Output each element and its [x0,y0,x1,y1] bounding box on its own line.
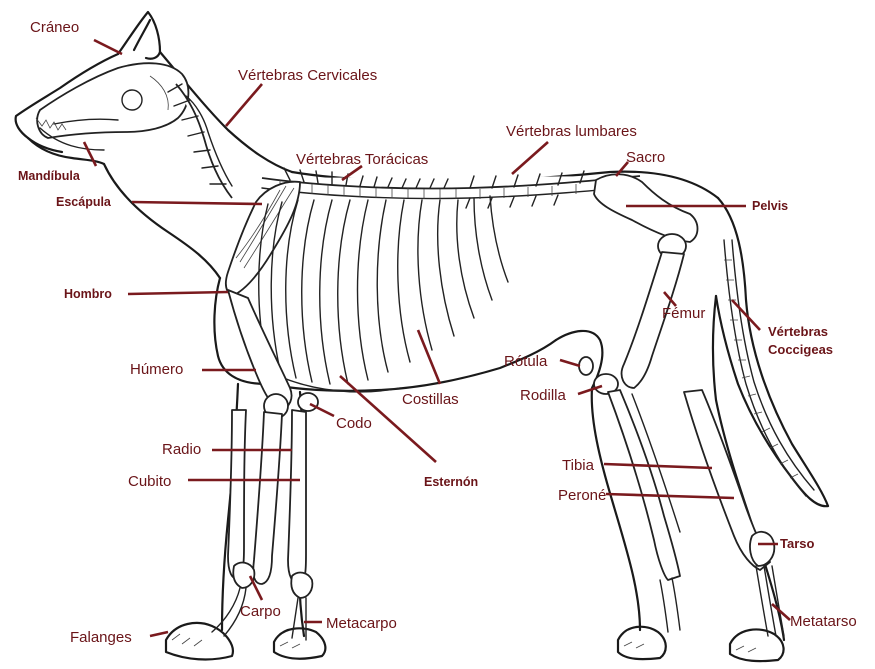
label-tibia: Tibia [562,457,595,474]
label-radio: Radio [162,441,201,458]
label-rodilla: Rodilla [520,387,567,404]
leader-craneo [94,40,122,54]
leader-perone [606,494,734,498]
leader-escapula [132,202,262,204]
label-pelvis: Pelvis [752,199,788,213]
label-vertebras-coccigeas-2: Coccigeas [768,342,833,357]
label-sacro: Sacro [626,149,665,166]
leader-lumbares [512,142,548,174]
label-escapula: Escápula [56,195,112,209]
leader-falanges [150,632,168,636]
label-vertebras-lumbares: Vértebras lumbares [506,123,637,140]
label-hombro: Hombro [64,287,112,301]
label-perone: Peroné [558,487,606,504]
leader-mandibula [84,142,96,166]
skull-drawing [36,63,188,150]
label-vertebras-cervicales: Vértebras Cervicales [238,67,377,84]
label-codo: Codo [336,415,372,432]
label-carpo: Carpo [240,603,281,620]
label-tarso: Tarso [780,536,814,551]
label-rotula: Rótula [504,353,548,370]
label-humero: Húmero [130,361,183,378]
label-costillas: Costillas [402,391,459,408]
leader-rotula [560,360,580,366]
leader-hombro [128,292,228,294]
leader-lines [84,40,790,636]
label-vertebras-toracicas: Vértebras Torácicas [296,151,428,168]
label-craneo: Cráneo [30,19,79,36]
label-falanges: Falanges [70,629,132,646]
label-esternon: Esternón [424,475,478,489]
label-metatarso: Metatarso [790,613,857,630]
label-metacarpo: Metacarpo [326,615,397,632]
label-femur: Fémur [662,305,705,322]
leader-cervicales [226,84,262,126]
label-vertebras-coccigeas-1: Vértebras [768,324,828,339]
label-mandibula: Mandíbula [18,169,81,183]
label-cubito: Cubito [128,473,171,490]
rib-cage-drawing [259,196,508,392]
